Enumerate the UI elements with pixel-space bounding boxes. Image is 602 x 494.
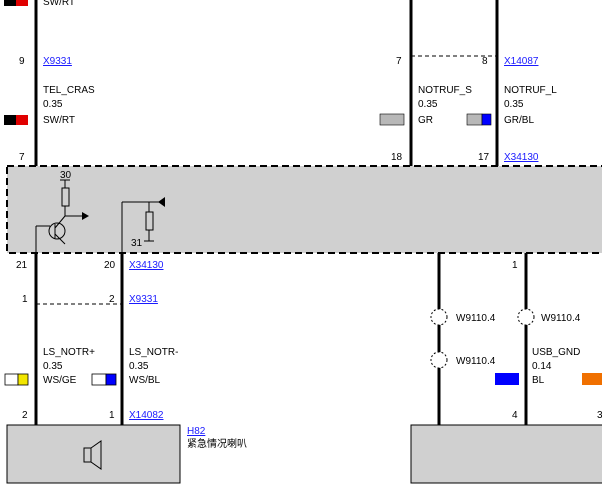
color-swatch-sw-rt-top	[4, 0, 16, 6]
arrow-icon	[82, 212, 89, 220]
wire-gauge-ls-notr-minus: 0.35	[129, 361, 149, 372]
color-swatch-ws-2	[91, 373, 107, 386]
wire-name-usb-gnd: USB_GND	[532, 347, 580, 358]
component-name-h82: 紧急情况喇叭	[187, 437, 247, 450]
control-module	[6, 165, 602, 254]
wire-color-ls-notr-minus: WS/BL	[129, 375, 161, 386]
wire-gauge-tel-cras: 0.35	[43, 99, 63, 110]
wire-name-notruf-l: NOTRUF_L	[504, 85, 557, 96]
arrow-icon	[158, 197, 165, 207]
splice-w9110-4-a: W9110.4	[456, 313, 496, 324]
pin-20: 20	[104, 260, 116, 271]
splice-icon	[430, 351, 448, 369]
wire-color-notruf-s: GR	[418, 115, 433, 126]
component-id-h82[interactable]: H82	[187, 426, 206, 437]
connector-x34130-upper[interactable]: X34130	[504, 152, 539, 163]
wire-name-ls-notr-plus: LS_NOTR+	[43, 347, 95, 358]
wire-gauge-usb-gnd: 0.14	[532, 361, 552, 372]
wire-gauge-notruf-l: 0.35	[504, 99, 524, 110]
wire-name-notruf-s: NOTRUF_S	[418, 85, 472, 96]
wire-color-tel-cras: SW/RT	[43, 115, 75, 126]
wire-color-usb-gnd: BL	[532, 375, 545, 386]
connector-x9331-lower[interactable]: X9331	[129, 294, 158, 305]
pin-3-bottom: 3	[597, 410, 602, 421]
wire-gauge-ls-notr-plus: 0.35	[43, 361, 63, 372]
color-swatch-ws	[4, 373, 19, 386]
pin-2-conn: 2	[109, 294, 115, 305]
component-h82	[6, 424, 181, 484]
wire-name-tel-cras: TEL_CRAS	[43, 85, 95, 96]
label-31: 31	[131, 238, 143, 249]
splice-w9110-4-c: W9110.4	[456, 356, 496, 367]
pin-1-right: 1	[512, 260, 518, 271]
pin-9: 9	[19, 56, 25, 67]
color-swatch-rt	[16, 115, 28, 125]
color-swatch-gr	[379, 113, 405, 126]
color-swatch-gr-half	[466, 113, 483, 126]
internal-line	[54, 233, 66, 245]
color-swatch-bl	[105, 373, 117, 386]
splice-icon	[517, 308, 535, 326]
speaker-icon	[83, 440, 102, 470]
pin-18: 18	[391, 152, 403, 163]
connector-x14082[interactable]: X14082	[129, 410, 164, 421]
internal-line	[54, 215, 66, 229]
pin-1-conn: 1	[22, 294, 28, 305]
wire-color-ls-notr-plus: WS/GE	[43, 375, 77, 386]
pin-21: 21	[16, 260, 28, 271]
pin-2-bottom: 2	[22, 410, 28, 421]
connector-x14087[interactable]: X14087	[504, 56, 539, 67]
wire-color-notruf-l: GR/BL	[504, 115, 534, 126]
wire-name-ls-notr-minus: LS_NOTR-	[129, 347, 178, 358]
color-swatch-sw	[4, 115, 16, 125]
connector-x34130-lower[interactable]: X34130	[129, 260, 164, 271]
pin-7-module: 7	[19, 152, 25, 163]
pin-17: 17	[478, 152, 490, 163]
pin-4-bottom: 4	[512, 410, 518, 421]
color-swatch-orange	[582, 373, 602, 385]
splice-icon	[430, 308, 448, 326]
splice-w9110-4-b: W9110.4	[541, 313, 581, 324]
component-right	[410, 424, 602, 484]
transistor-icon	[48, 222, 66, 240]
pin-8: 8	[482, 56, 488, 67]
pin-1-bottom: 1	[109, 410, 115, 421]
pin-7-top: 7	[396, 56, 402, 67]
color-swatch-sw-rt-top-red	[16, 0, 28, 6]
top-partial-color-label: SW/RT	[43, 0, 75, 8]
color-swatch-bl-solid	[495, 373, 519, 385]
color-swatch-ge	[17, 373, 29, 386]
color-swatch-bl-half	[481, 113, 492, 126]
wire-gauge-notruf-s: 0.35	[418, 99, 438, 110]
label-30: 30	[60, 170, 72, 181]
connector-x9331-upper[interactable]: X9331	[43, 56, 72, 67]
